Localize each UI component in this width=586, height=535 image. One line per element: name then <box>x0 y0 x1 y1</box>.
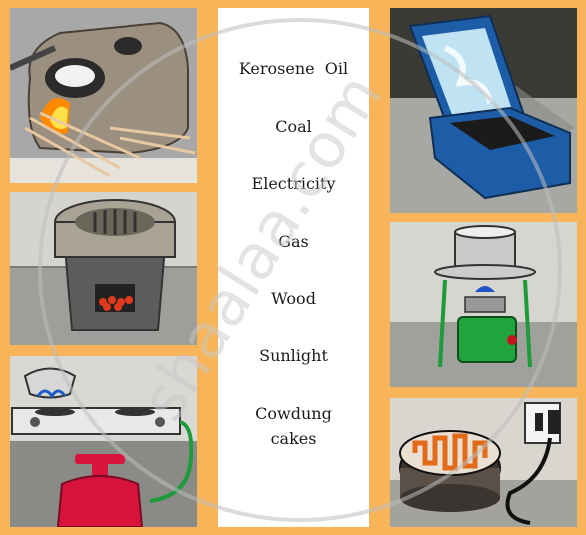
image-chulha-wood-fire <box>10 8 197 183</box>
fuel-label-kerosene: Kerosene Oil <box>238 59 349 78</box>
image-solar-cooker <box>390 8 577 213</box>
fuel-label-wood: Wood <box>271 289 316 308</box>
fuel-label-gas: Gas <box>278 232 309 251</box>
fuel-list-panel: Kerosene Oil Coal Electricity Gas Wood S… <box>218 8 369 527</box>
fuel-label-cowdung: Cowdung cakes <box>255 404 332 448</box>
fuel-label-sunlight: Sunlight <box>259 346 328 365</box>
fuel-label-electricity: Electricity <box>251 174 336 193</box>
fuel-label-coal: Coal <box>275 117 312 136</box>
image-coal-sigri <box>10 192 197 345</box>
image-lpg-gas-stove <box>10 356 197 527</box>
image-electric-heater <box>390 398 577 527</box>
image-kerosene-stove <box>390 222 577 387</box>
